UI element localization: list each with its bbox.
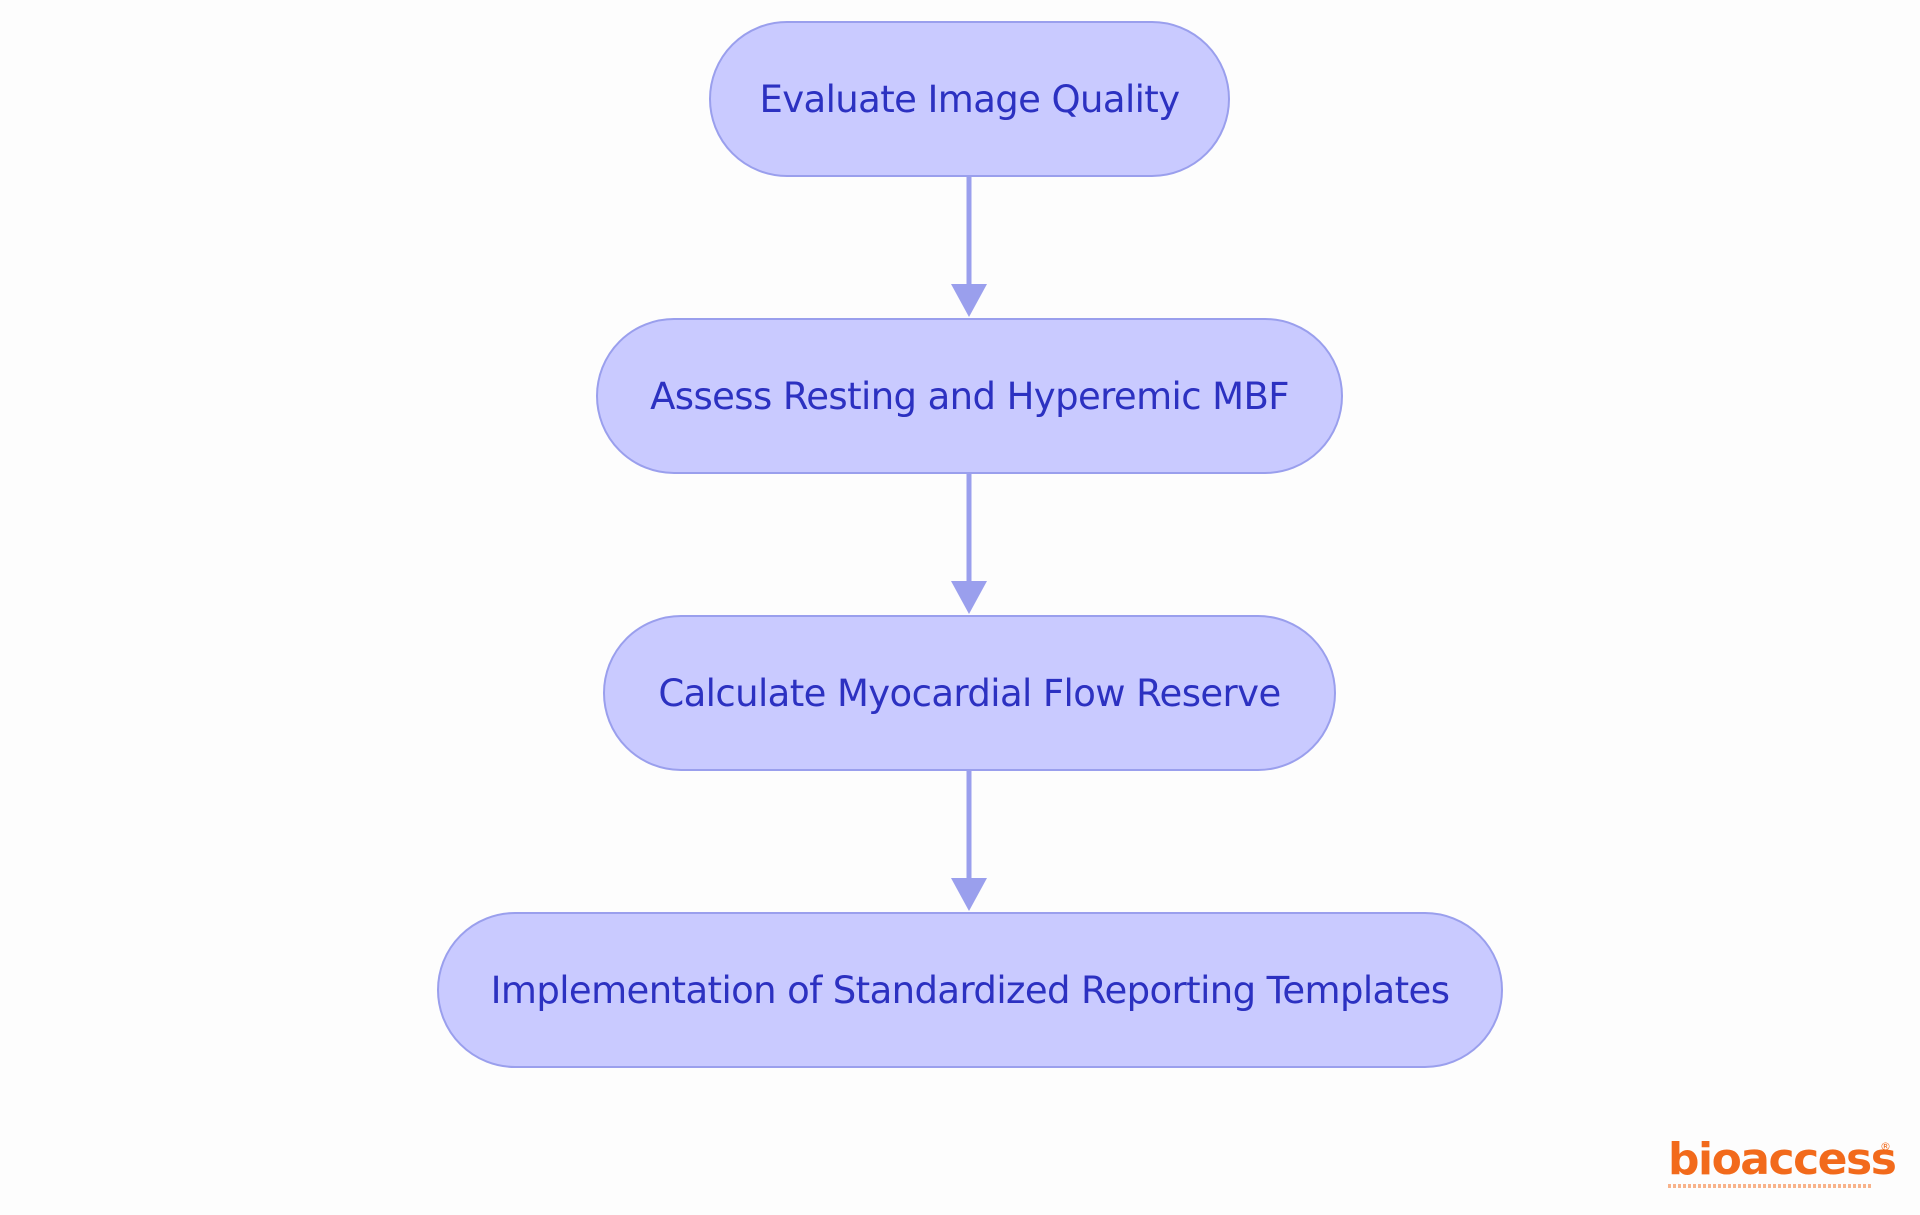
registered-mark: ® [1880, 1140, 1891, 1153]
step-label: Calculate Myocardial Flow Reserve [658, 671, 1281, 715]
arrowhead-3-to-4 [951, 878, 987, 911]
arrowhead-1-to-2 [951, 284, 987, 317]
step-assess-mbf: Assess Resting and Hyperemic MBF [596, 318, 1343, 474]
step-calculate-mfr: Calculate Myocardial Flow Reserve [603, 615, 1336, 771]
arrowhead-2-to-3 [951, 581, 987, 614]
logo-tagline [1668, 1184, 1873, 1188]
step-evaluate-image-quality: Evaluate Image Quality [709, 21, 1230, 177]
step-label: Assess Resting and Hyperemic MBF [650, 374, 1289, 418]
step-reporting-templates: Implementation of Standardized Reporting… [437, 912, 1503, 1068]
step-label: Implementation of Standardized Reporting… [490, 968, 1450, 1012]
logo-wordmark: bioaccess [1668, 1134, 1897, 1185]
step-label: Evaluate Image Quality [759, 77, 1180, 121]
bioaccess-logo: bioaccess ® [1668, 1138, 1897, 1198]
